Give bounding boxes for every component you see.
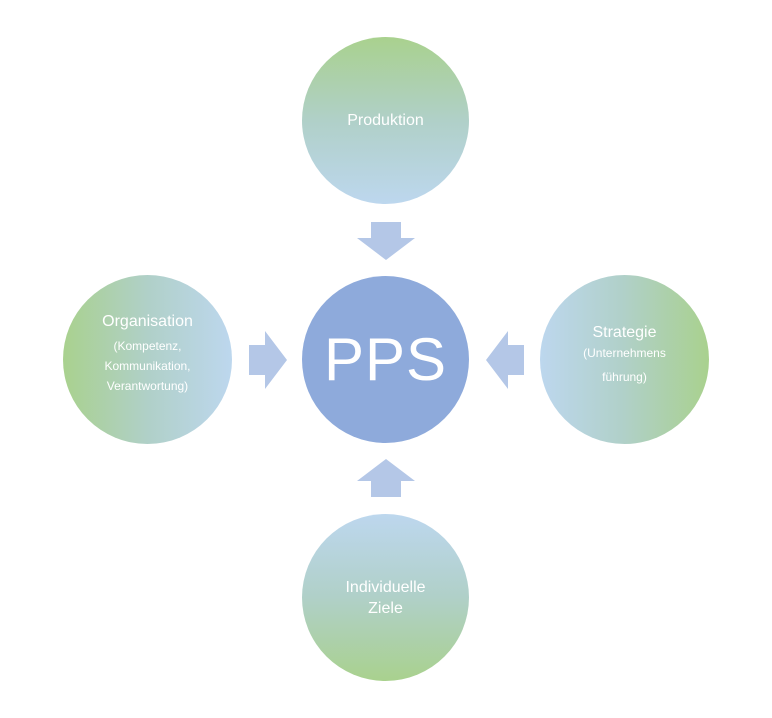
node-pps-label: PPS xyxy=(323,325,448,393)
node-individuelle-ziele-label: Individuelle Ziele xyxy=(345,578,426,617)
node-produktion: Produktion xyxy=(302,37,469,204)
node-organisation-detail-line: (Kompetenz, xyxy=(113,339,182,353)
arrow-left-icon xyxy=(486,331,524,389)
node-organisation-detail: (Kompetenz, Kommunikation, Verantwortung… xyxy=(104,336,190,396)
arrow-down-icon xyxy=(357,222,415,260)
node-produktion-label: Produktion xyxy=(347,112,424,129)
node-organisation-detail-line: Kommunikation, xyxy=(104,359,191,373)
arrow-up-icon xyxy=(357,459,415,497)
node-organisation-label: Organisation xyxy=(102,313,193,330)
node-strategie-detail-line: führung) xyxy=(602,370,647,384)
node-individuelle-ziele: Individuelle Ziele xyxy=(302,514,469,681)
node-organisation: Organisation (Kompetenz, Kommunikation, … xyxy=(63,275,232,444)
node-pps-center: PPS xyxy=(302,276,469,443)
node-strategie: Strategie (Unternehmens führung) xyxy=(540,275,709,444)
node-strategie-detail-line: (Unternehmens xyxy=(583,346,666,360)
arrow-right-icon xyxy=(249,331,287,389)
node-strategie-label: Strategie xyxy=(592,324,657,341)
node-organisation-detail-line: Verantwortung) xyxy=(106,379,189,393)
node-strategie-detail: (Unternehmens führung) xyxy=(583,343,666,387)
